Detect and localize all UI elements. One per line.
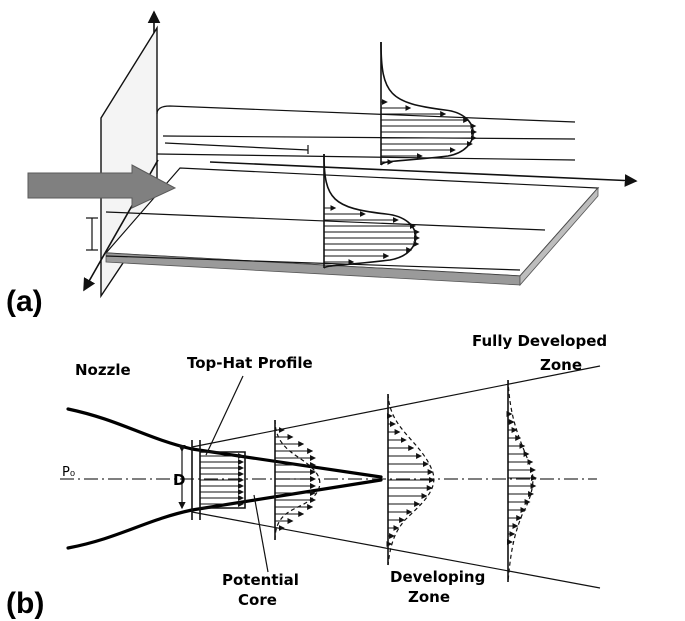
developing-profile-1 xyxy=(274,419,321,541)
top-hat-leader xyxy=(205,375,244,456)
diameter-label: D xyxy=(173,471,185,489)
jet-inlet-arrow xyxy=(27,164,177,209)
velocity-profile-upper xyxy=(380,41,477,166)
potential-core-lower xyxy=(190,478,383,512)
developing-profile-2 xyxy=(386,393,435,566)
developing-zone-label-line1: Developing xyxy=(390,568,485,586)
panel-a: (a) xyxy=(6,10,638,318)
jet-slab-inner xyxy=(156,153,576,161)
velocity-profile-lower xyxy=(323,153,420,269)
fully-developed-label-line1: Fully Developed xyxy=(472,332,607,350)
pressure-label: P₀ xyxy=(62,465,75,480)
jet-slab-mid xyxy=(162,135,576,140)
streamwise-axis xyxy=(209,161,638,187)
panel-a-label: (a) xyxy=(6,285,43,318)
potential-core-label-line2: Core xyxy=(238,591,277,609)
lower-slab-bottom xyxy=(105,255,521,271)
panel-b: D Nozzle Top-Hat Profile xyxy=(6,332,607,620)
top-hat-profile xyxy=(200,451,246,509)
fully-developed-profile xyxy=(506,379,537,583)
lower-slab-top xyxy=(105,211,546,231)
nozzle-upper-wall xyxy=(66,407,194,451)
plate-edge-side xyxy=(519,186,599,287)
potential-core-label-line1: Potential xyxy=(222,571,299,589)
fully-developed-label-line2: Zone xyxy=(540,356,582,374)
developing-zone-label-line2: Zone xyxy=(408,588,450,606)
nozzle-lower-wall xyxy=(66,508,194,550)
potential-core-upper xyxy=(190,447,383,479)
nozzle-label: Nozzle xyxy=(75,361,131,379)
top-hat-label: Top-Hat Profile xyxy=(187,354,313,372)
panel-b-label: (b) xyxy=(6,587,44,620)
length-marker xyxy=(164,142,309,151)
potential-core-leader xyxy=(253,494,269,573)
jet-boundary-upper xyxy=(191,365,601,448)
jet-slab-top xyxy=(156,105,576,123)
